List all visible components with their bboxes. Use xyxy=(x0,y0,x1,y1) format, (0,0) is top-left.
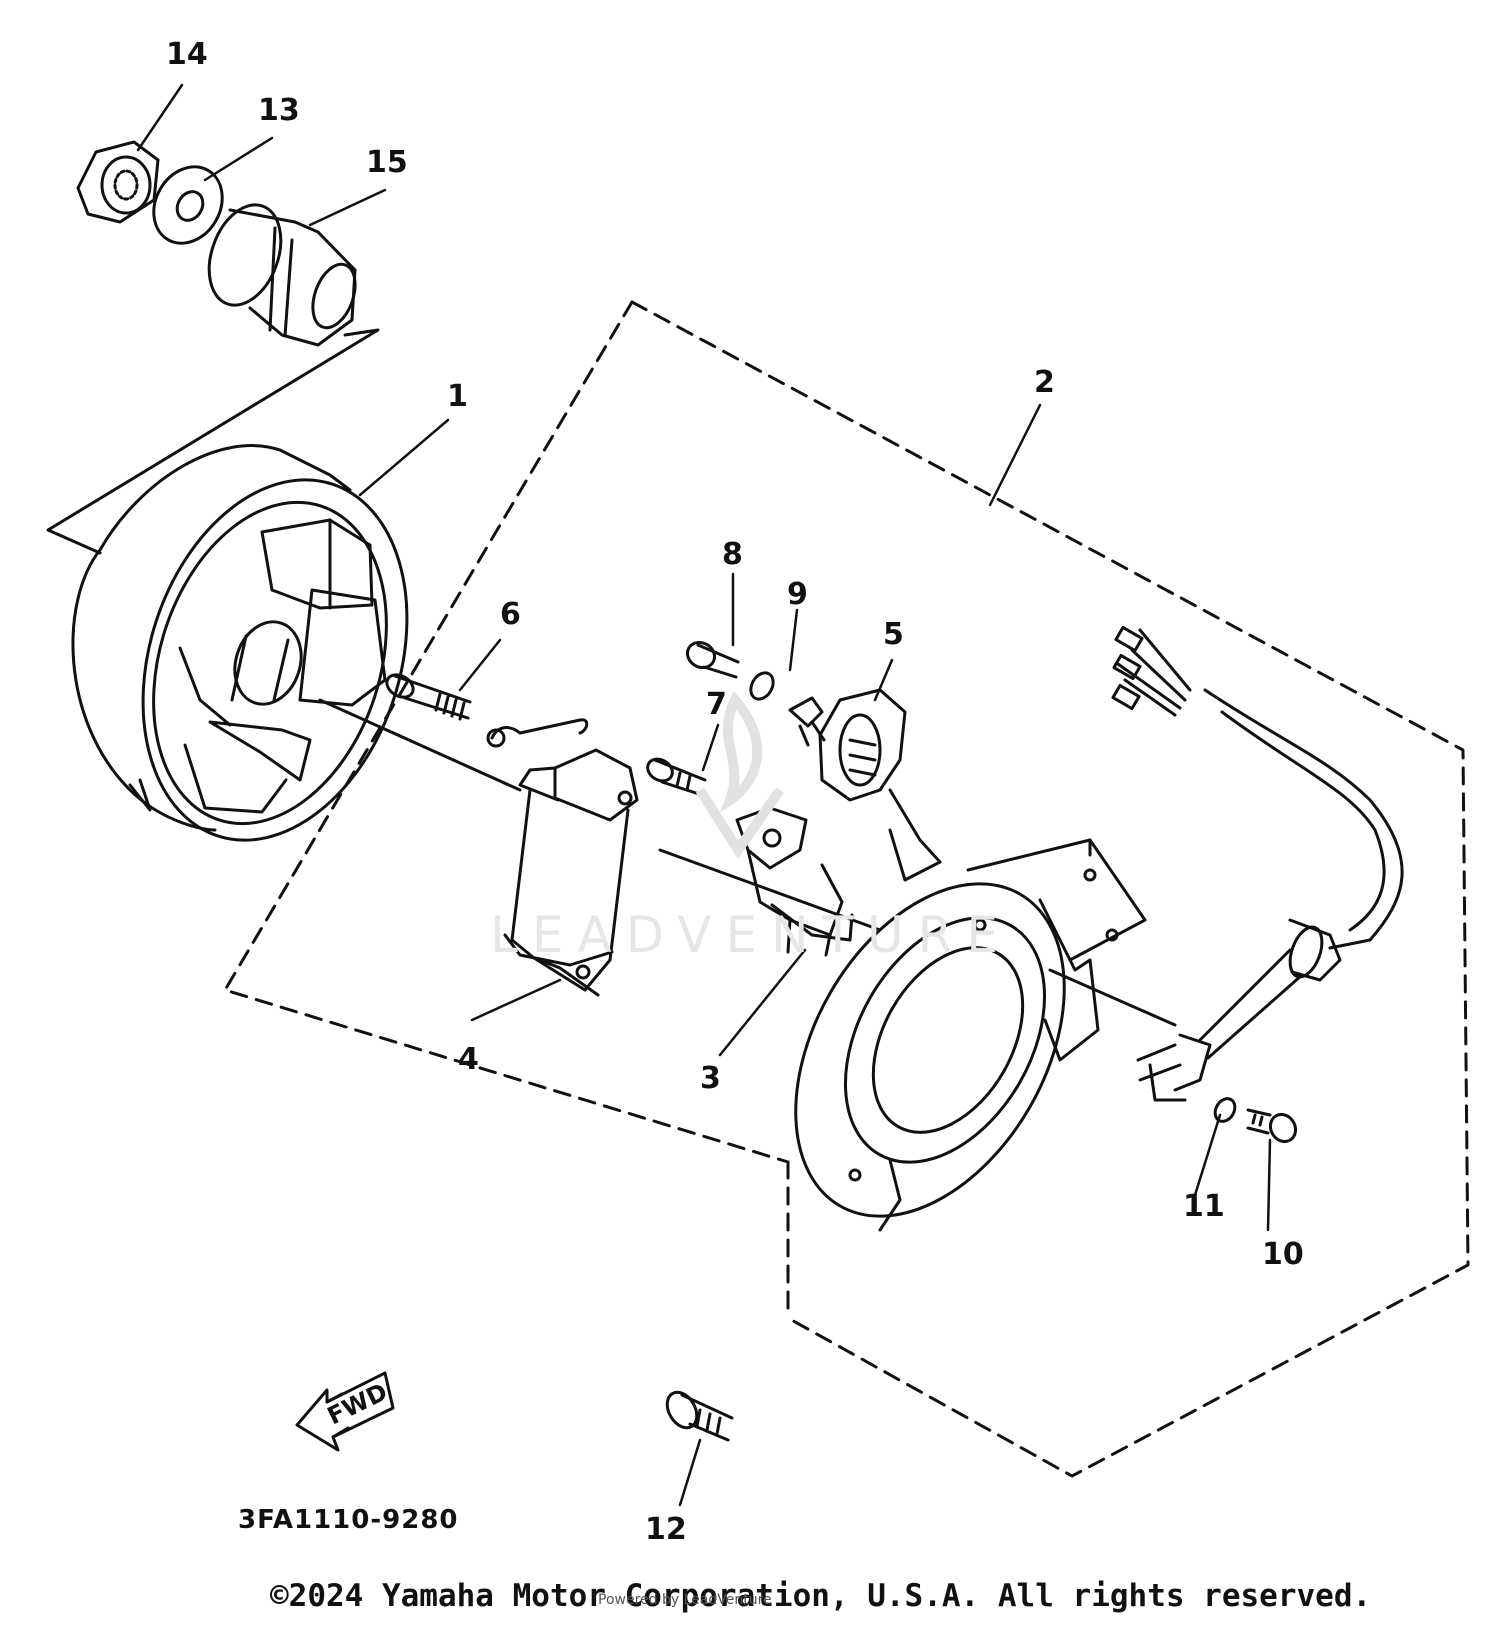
callout-1: 1 xyxy=(447,379,468,414)
callout-9: 9 xyxy=(787,577,808,612)
part-4-coil xyxy=(486,718,639,997)
part-10-screw xyxy=(1246,1108,1298,1144)
copyright-text: ©2024 Yamaha Motor Corporation, U.S.A. A… xyxy=(270,1578,1372,1614)
callout-12: 12 xyxy=(645,1512,687,1547)
fwd-arrow-icon xyxy=(295,1371,395,1452)
part-9-washer xyxy=(749,671,775,701)
part-15-bushing xyxy=(207,203,357,347)
callout-3: 3 xyxy=(700,1061,721,1096)
assembly-boundary xyxy=(223,300,1470,1478)
callout-8: 8 xyxy=(722,537,743,572)
callout-14: 14 xyxy=(166,37,208,72)
part-14-nut xyxy=(76,140,160,224)
callout-6: 6 xyxy=(500,597,521,632)
callout-5: 5 xyxy=(883,617,904,652)
axis-center-line xyxy=(318,698,1177,1027)
part-8-screw xyxy=(685,640,740,679)
part-11-washer xyxy=(1213,1097,1237,1123)
part-1-flywheel xyxy=(71,444,409,842)
leader-lines xyxy=(136,83,1272,1507)
part-5-breaker xyxy=(788,688,942,882)
callout-15: 15 xyxy=(366,145,408,180)
part-12-screw xyxy=(665,1390,734,1442)
part-6-screw xyxy=(385,673,472,721)
wiring-harness xyxy=(1111,625,1404,1102)
part-13-washer xyxy=(152,165,224,245)
part-2-stator-plate xyxy=(794,838,1147,1232)
watermark-text: LEADVENTURE xyxy=(490,906,1012,964)
callout-2: 2 xyxy=(1034,365,1055,400)
callout-10: 10 xyxy=(1262,1237,1304,1272)
part-7-screw xyxy=(646,757,707,797)
alignment-line-top xyxy=(46,328,380,555)
callout-4: 4 xyxy=(458,1042,479,1077)
callout-7: 7 xyxy=(706,687,727,722)
drawing-code: 3FA1110-9280 xyxy=(238,1505,459,1535)
watermark-logo xyxy=(695,691,785,860)
callout-11: 11 xyxy=(1183,1189,1225,1224)
overlay-credit: Powered by LeadVenture xyxy=(598,1592,772,1608)
callout-13: 13 xyxy=(258,93,300,128)
